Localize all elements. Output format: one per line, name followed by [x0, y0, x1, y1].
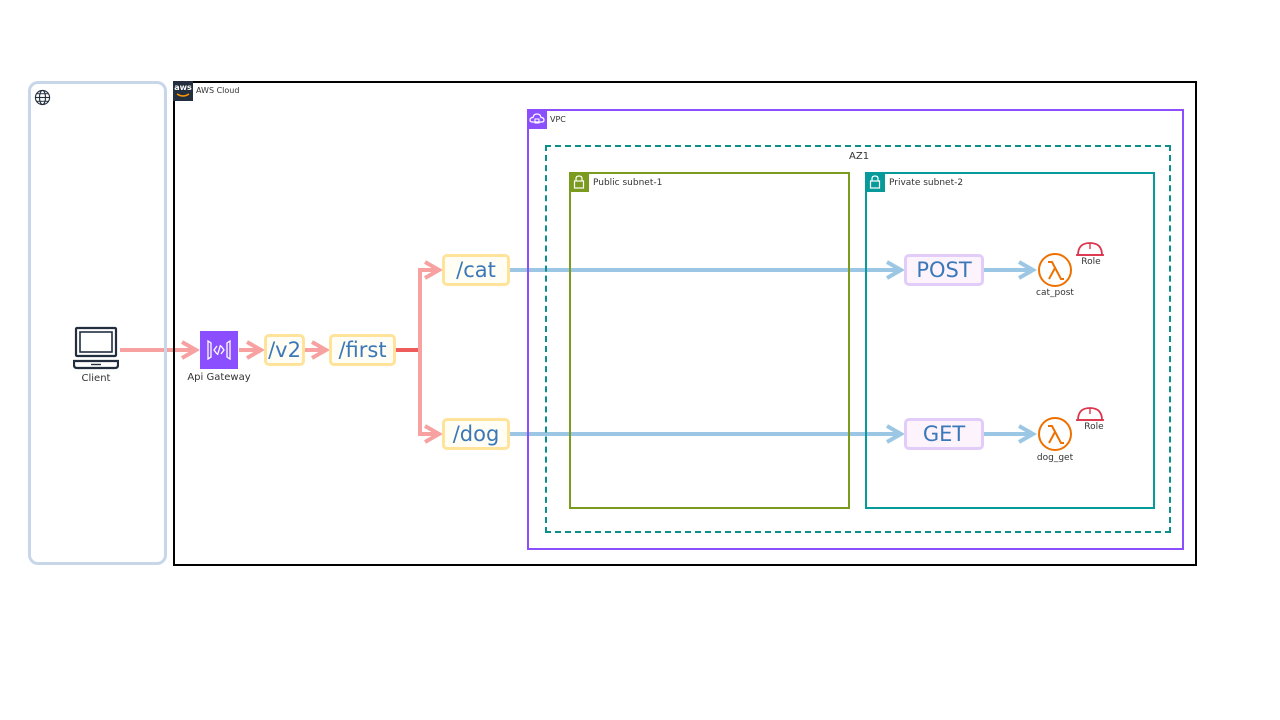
az-label: AZ1	[849, 151, 870, 162]
laptop-icon	[72, 326, 120, 374]
edge-first-dog	[418, 350, 444, 444]
method-get: GET	[904, 418, 984, 450]
vpc-group	[527, 109, 1184, 550]
aws-logo-text: aws	[174, 83, 192, 92]
edge-first-cat	[418, 260, 444, 350]
lambda-icon	[1037, 252, 1073, 292]
aws-logo-icon: aws	[173, 81, 193, 101]
private-subnet-group	[865, 172, 1155, 509]
lock-icon	[569, 172, 589, 192]
route-first: /first	[329, 334, 396, 366]
api-gateway-label: Api Gateway	[187, 372, 251, 383]
role-dog-label: Role	[1084, 422, 1104, 432]
route-cat: /cat	[442, 254, 510, 286]
public-subnet-group	[569, 172, 850, 509]
client-label: Client	[81, 373, 111, 384]
method-post: POST	[904, 254, 984, 286]
public-subnet-label: Public subnet-1	[593, 178, 663, 188]
lock-icon	[865, 172, 885, 192]
route-dog: /dog	[442, 418, 510, 450]
role-icon	[1075, 240, 1105, 262]
api-gateway-icon	[200, 331, 238, 369]
aws-cloud-group	[173, 81, 1197, 566]
role-icon	[1075, 405, 1105, 427]
internet-group	[28, 81, 167, 565]
vpc-label: VPC	[550, 115, 566, 124]
globe-icon	[34, 89, 51, 110]
private-subnet-label: Private subnet-2	[889, 178, 964, 188]
lambda-icon	[1037, 416, 1073, 456]
az-group	[545, 145, 1171, 533]
aws-cloud-label: AWS Cloud	[196, 86, 240, 95]
vpc-icon	[527, 109, 547, 129]
lambda-dog-label: dog_get	[1036, 453, 1074, 463]
lambda-cat-label: cat_post	[1036, 288, 1074, 298]
role-cat-label: Role	[1081, 257, 1101, 267]
route-v2: /v2	[264, 334, 305, 366]
